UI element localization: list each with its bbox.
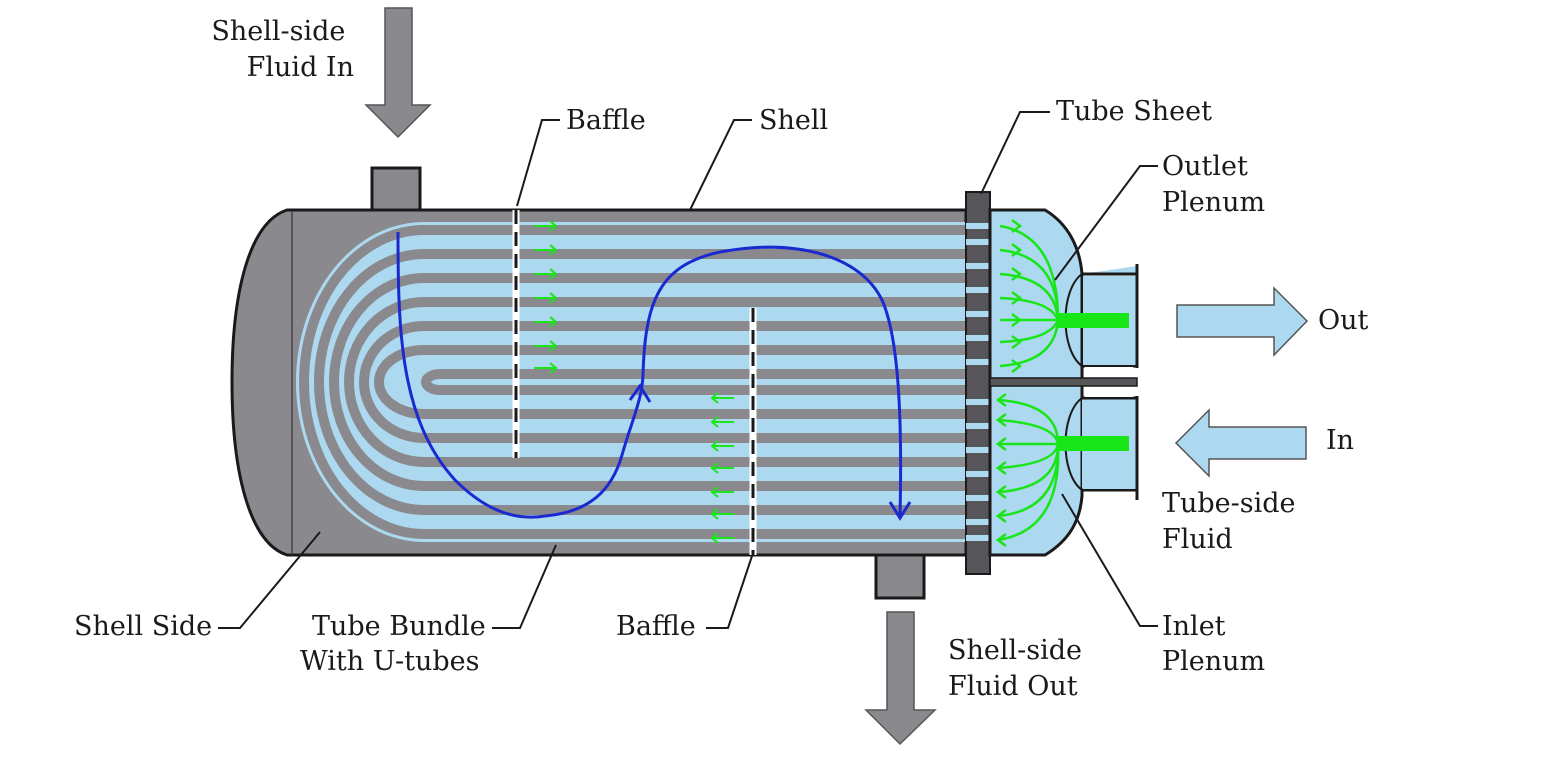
tube-sheet-label: Tube Sheet [1056,96,1212,127]
tube-flow-arrows-lower [710,392,734,544]
curved-flow-arrow-icon [396,231,912,521]
outlet-plenum-label: Outlet Plenum [1162,151,1265,218]
tube-flow-arrows-upper [534,220,558,374]
tube-flow-outlet-arrowheads [1011,219,1023,373]
baffle-top-label: Baffle [566,105,646,136]
shell-side-label: Shell Side [74,611,212,642]
shell-fluid-in-label: Shell-side Fluid In [211,16,354,83]
in-label: In [1326,425,1354,456]
tube-flow-inlet [997,398,1060,542]
shell-outlet-arrow-icon [864,611,937,746]
inlet-nozzle [370,166,422,210]
leader-lines [218,111,1158,629]
tube-side-fluid-label: Tube-side Fluid [1162,488,1304,555]
tube-inlet-arrow-icon [1174,408,1307,478]
tube-bundle [299,225,966,539]
out-label: Out [1318,305,1369,336]
pass-partition-plate [989,377,1138,387]
tube-flow-inlet-arrowheads [995,393,1007,547]
shell-label: Shell [759,105,828,136]
outlet-flow-bar [1058,313,1129,328]
inlet-plenum-label: Inlet Plenum [1162,611,1265,677]
shell-inlet-arrow-icon [364,7,432,139]
shell-body [230,166,968,600]
shell-side-fluid [296,222,966,542]
tube-bundle-label: Tube Bundle With U-tubes [300,611,494,677]
tube-outlet-arrow-icon [1176,286,1309,357]
inlet-flow-bar [1058,436,1129,451]
baffle-bottom-label: Baffle [616,611,696,642]
outlet-nozzle [874,555,926,600]
channel-head [988,208,1139,557]
tube-sheet [965,191,991,575]
tube-flow-outlet [999,224,1060,368]
shell-fluid-out-label: Shell-side Fluid Out [948,635,1091,702]
